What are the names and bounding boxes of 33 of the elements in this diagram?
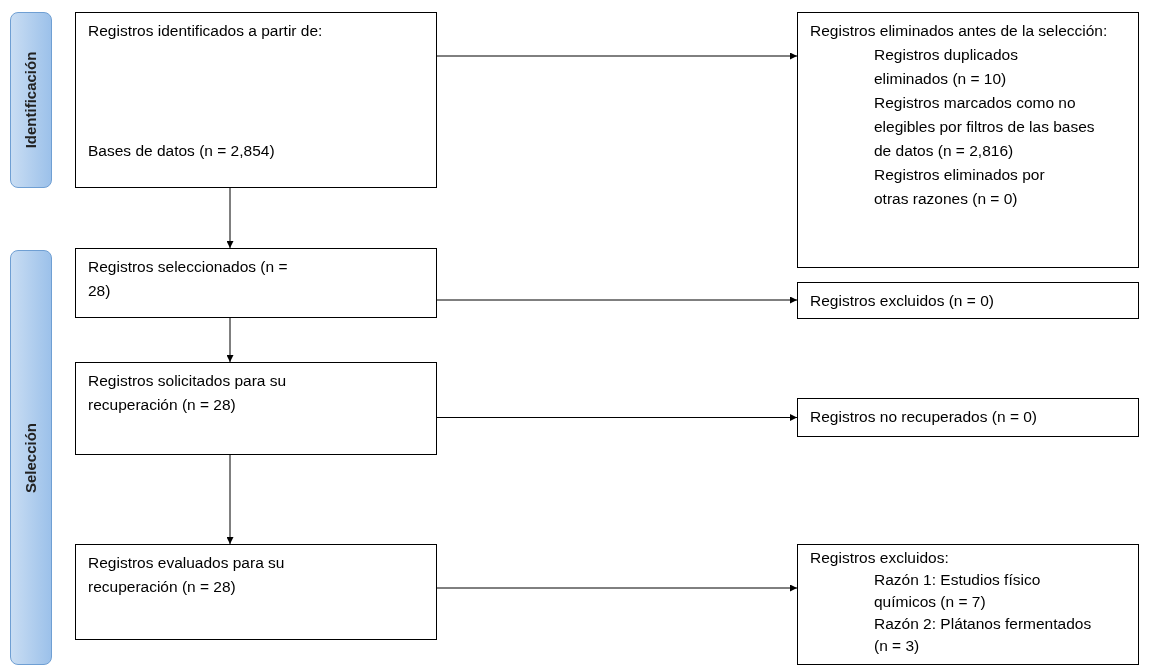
box-text: Registros marcados como no elegibles por filtros de las bases de datos (n = 2,816): [874, 93, 1096, 161]
box-text: Registros duplicados eliminados (n = 10): [874, 45, 1019, 89]
process-box: [797, 282, 1139, 319]
stage-band: [10, 250, 52, 665]
box-text: Registros seleccionados (n = 28): [88, 257, 288, 301]
arrow: [226, 317, 234, 363]
box-text: Registros excluidos:: [810, 548, 950, 568]
box-text: Bases de datos (n = 2,854): [88, 141, 276, 161]
box-text: Razón 1: Estudios físico químicos (n = 7): [874, 570, 1042, 612]
stage-band: [10, 12, 52, 188]
arrow: [436, 414, 798, 421]
process-box: [75, 12, 437, 188]
box-text: Razón 2: Plátanos fermentados (n = 3): [874, 614, 1093, 656]
box-text: Registros excluidos (n = 0): [810, 291, 995, 311]
process-box: [797, 12, 1139, 268]
box-text: Registros solicitados para su recuperación (n = 28): [88, 371, 288, 415]
arrow: [226, 187, 234, 249]
process-box: [797, 398, 1139, 437]
process-box: [75, 544, 437, 640]
box-text: Registros eliminados por otras razones (n = 0): [874, 165, 1046, 209]
box-text: Registros eliminados antes de la selección:: [810, 21, 1109, 41]
box-text: Registros evaluados para su recuperación (n = 28): [88, 553, 286, 597]
process-box: [75, 248, 437, 318]
stage-label: Identificación: [21, 51, 40, 149]
arrow: [436, 296, 798, 304]
box-text: Registros identificados a partir de:: [88, 21, 324, 41]
arrow: [226, 454, 234, 545]
arrow: [436, 52, 798, 60]
process-box: [797, 544, 1139, 665]
arrow: [436, 584, 798, 592]
box-text: Registros no recuperados (n = 0): [810, 407, 1039, 427]
stage-label: Selección: [21, 422, 40, 493]
process-box: [75, 362, 437, 455]
